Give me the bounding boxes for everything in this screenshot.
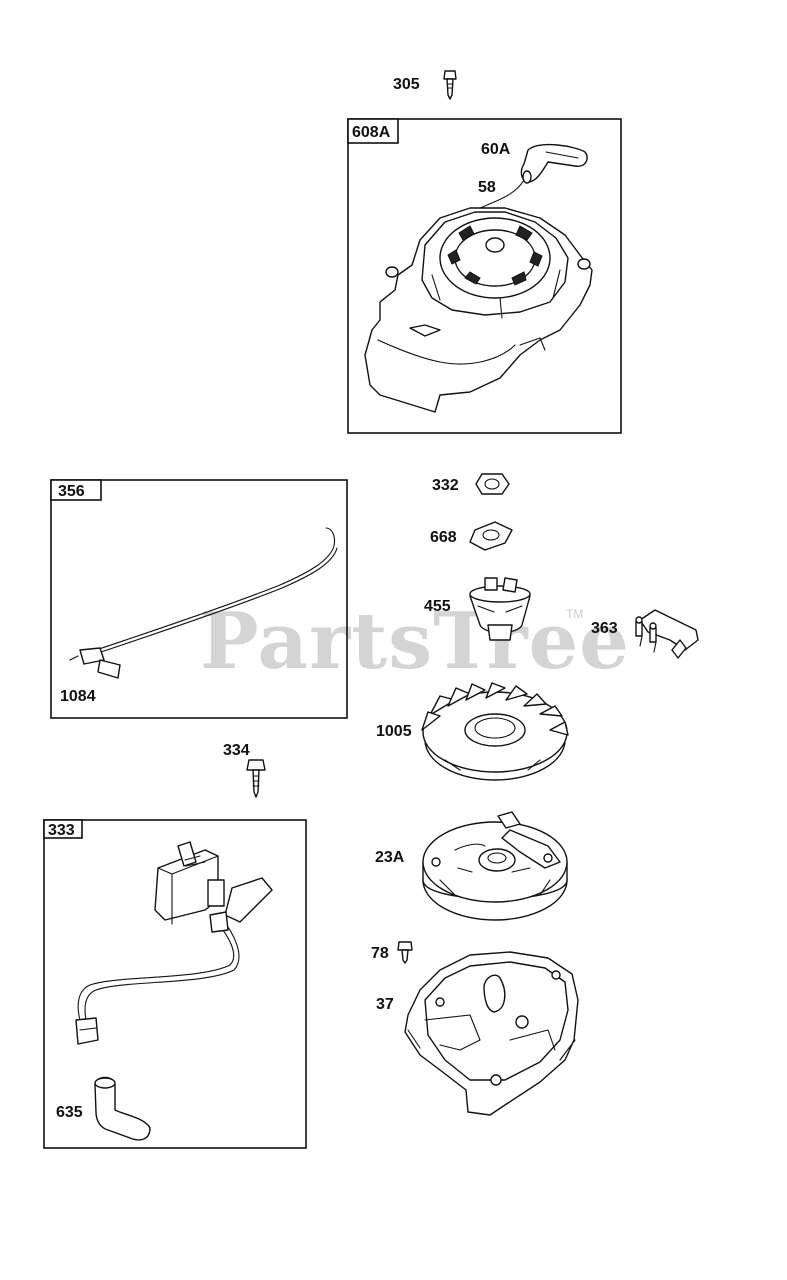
spark-plug-lead[interactable]: [75, 911, 240, 1045]
callout-363: 363: [591, 620, 618, 637]
callout-455: 455: [424, 598, 451, 615]
box-608a-label: 608A: [352, 124, 391, 141]
part-78-screw[interactable]: [397, 941, 413, 964]
part-305-bolt[interactable]: [443, 70, 457, 100]
callout-668: 668: [430, 529, 457, 546]
box-356-label: 356: [58, 483, 85, 500]
callout-305: 305: [393, 76, 420, 93]
armature-ignition-coil[interactable]: [154, 841, 273, 925]
callout-334: 334: [223, 742, 250, 759]
watermark-text: PartsTree: [200, 596, 630, 687]
part-668-washer[interactable]: [469, 521, 513, 551]
box-333: 333: [43, 819, 307, 1149]
starter-housing[interactable]: [364, 207, 593, 413]
callout-1084: 1084: [60, 688, 96, 705]
callout-58: 58: [478, 179, 496, 196]
part-60a-starter-handle[interactable]: [520, 143, 588, 184]
callout-78: 78: [371, 945, 389, 962]
part-455-starter-cup[interactable]: [469, 577, 531, 641]
part-332-nut[interactable]: [475, 473, 510, 495]
callout-23a: 23A: [375, 849, 405, 866]
part-23a-alternator[interactable]: [422, 811, 568, 921]
callout-332: 332: [432, 477, 459, 494]
part-1005-flywheel-fan[interactable]: [421, 682, 569, 781]
part-635-spark-plug-boot[interactable]: [94, 1076, 151, 1141]
box-608a: 608A: [347, 118, 622, 434]
box-333-label: 333: [48, 822, 75, 839]
callout-60a: 60A: [481, 141, 511, 158]
part-37-blower-housing[interactable]: [404, 951, 579, 1116]
box-356: 356: [50, 479, 348, 719]
callout-37: 37: [376, 996, 394, 1013]
part-363-brake-bracket[interactable]: [635, 609, 699, 659]
part-334-screw[interactable]: [246, 759, 266, 798]
watermark-trademark: TM: [566, 607, 583, 621]
callout-1005: 1005: [376, 723, 412, 740]
part-1084-ground-wire[interactable]: [69, 527, 338, 679]
callout-635: 635: [56, 1104, 83, 1121]
